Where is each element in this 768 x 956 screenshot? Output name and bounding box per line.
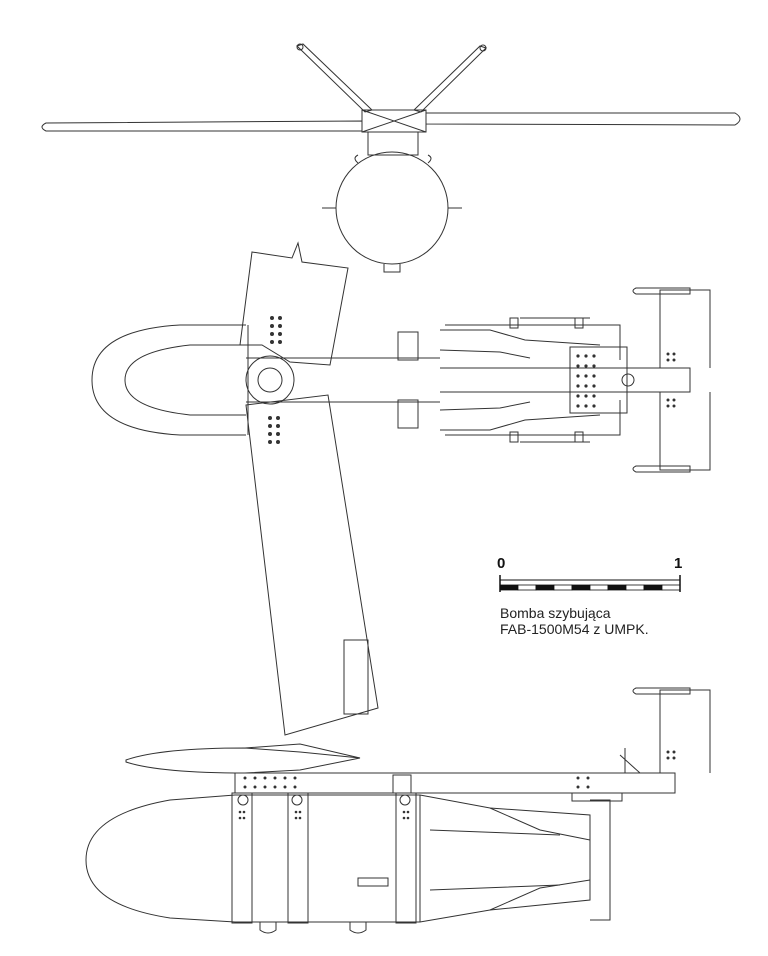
- caption-line-1: Bomba szybująca: [500, 605, 611, 621]
- top-view-wing-extended: [245, 394, 379, 736]
- top-view-tail-fin-lower: [659, 392, 711, 471]
- front-view-strut-right: [413, 45, 487, 113]
- top-view: [91, 241, 711, 736]
- side-view-body: [85, 794, 591, 923]
- scale-segment: [589, 584, 609, 591]
- scale-segment: [499, 584, 519, 591]
- scale-start-label: 0: [497, 555, 506, 572]
- scale-segment: [517, 584, 537, 591]
- top-view-wing-folded: [239, 241, 349, 366]
- scale-segment: [535, 584, 555, 591]
- scale-segment: [607, 584, 627, 591]
- caption-line-2: FAB-1500M54 z UMPK.: [500, 621, 649, 637]
- front-view-body: [335, 151, 449, 265]
- scale-end-label: 1: [674, 555, 683, 572]
- front-view-strut-left: [296, 43, 373, 113]
- front-view-wing: [41, 120, 363, 132]
- top-view-pivot: [245, 355, 295, 405]
- scale-segment: [625, 584, 645, 591]
- side-view-tail-fin: [659, 689, 711, 773]
- top-view-nose: [91, 324, 246, 436]
- scale-bar: [499, 575, 681, 592]
- front-view-center-block: [361, 109, 427, 133]
- top-view-tail-fin-upper: [659, 289, 711, 368]
- scale-segment: [643, 584, 663, 591]
- top-view-plate: [569, 346, 628, 414]
- side-view-spine: [234, 772, 676, 794]
- front-view-wing-right: [425, 112, 741, 126]
- front-view: [41, 43, 741, 273]
- side-view-wing: [125, 747, 361, 774]
- side-view: [85, 687, 711, 934]
- drawing-caption: Bomba szybująca FAB-1500M54 z UMPK.: [500, 605, 649, 637]
- scale-segment: [571, 584, 591, 591]
- scale-segment: [553, 584, 573, 591]
- scale-segment: [661, 584, 681, 591]
